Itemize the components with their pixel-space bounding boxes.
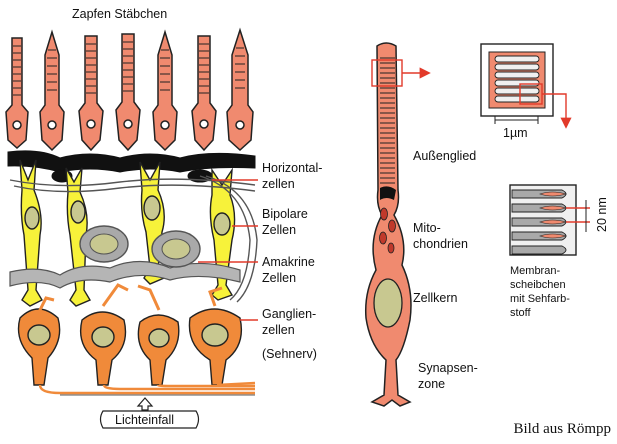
label-synapsen-1: Synapsen- <box>418 361 478 375</box>
label-zapfen-staebchen: Zapfen Stäbchen <box>72 7 167 21</box>
label-scale-20nm: 20 nm <box>595 197 609 232</box>
amacrine-cells <box>10 226 240 288</box>
rod-cell <box>79 36 103 150</box>
label-zellkern: Zellkern <box>413 291 458 305</box>
label-mito-1: Mito- <box>413 221 441 235</box>
label-membran-3: mit Sehfarb- <box>510 293 570 305</box>
image-credit: Bild aus Römpp <box>513 421 611 438</box>
synaptic-terminal-band <box>8 151 255 182</box>
ganglion-cell <box>189 309 241 385</box>
connecting-cilium <box>380 186 396 200</box>
ganglion-cell <box>81 312 126 385</box>
label-amakrine-1: Amakrine <box>262 255 315 269</box>
label-horizontal-1: Horizontal- <box>262 161 322 175</box>
label-bipolar-2: Zellen <box>262 223 296 237</box>
label-bipolar-1: Bipolare <box>262 207 308 221</box>
rod-cell <box>192 36 216 150</box>
membrane-discs-detail: 20 nm Membran- scheibchen mit Sehfarb- s… <box>510 185 609 319</box>
label-membran-4: stoff <box>510 307 532 319</box>
photoreceptor-row <box>6 30 253 150</box>
label-amakrine-2: Zellen <box>262 271 296 285</box>
label-lichteinfall: Lichteinfall <box>115 413 174 427</box>
cone-cell <box>227 30 253 150</box>
rod-cell <box>6 38 28 148</box>
cone-cell <box>153 32 177 150</box>
label-sehnerv: (Sehnerv) <box>262 347 317 361</box>
ganglion-cells <box>19 285 242 385</box>
label-membran-1: Membran- <box>510 265 560 277</box>
label-scale-1um: 1µm <box>503 126 528 140</box>
ganglion-cell <box>138 315 178 385</box>
label-mito-2: chondrien <box>413 237 468 251</box>
arrow-up-icon <box>138 398 152 410</box>
label-ganglien-2: zellen <box>262 323 295 337</box>
optic-nerve-fibers <box>40 383 255 393</box>
lichteinfall-indicator: Lichteinfall <box>101 398 199 428</box>
nucleus <box>374 279 402 327</box>
rod-cell <box>116 34 140 150</box>
retina-layers: Zapfen Stäbchen <box>6 7 322 428</box>
ganglion-cell <box>19 309 60 385</box>
label-membran-2: scheibchen <box>510 279 566 291</box>
label-horizontal-2: zellen <box>262 177 295 191</box>
single-rod-cell: Außenglied Mito- chondrien Zellkern Syna… <box>366 43 478 406</box>
cone-cell <box>40 32 64 150</box>
disc-magnification: 1µm <box>481 44 566 140</box>
label-synapsen-2: zone <box>418 377 445 391</box>
label-aussenglied: Außenglied <box>413 149 476 163</box>
label-ganglien-1: Ganglien- <box>262 307 316 321</box>
